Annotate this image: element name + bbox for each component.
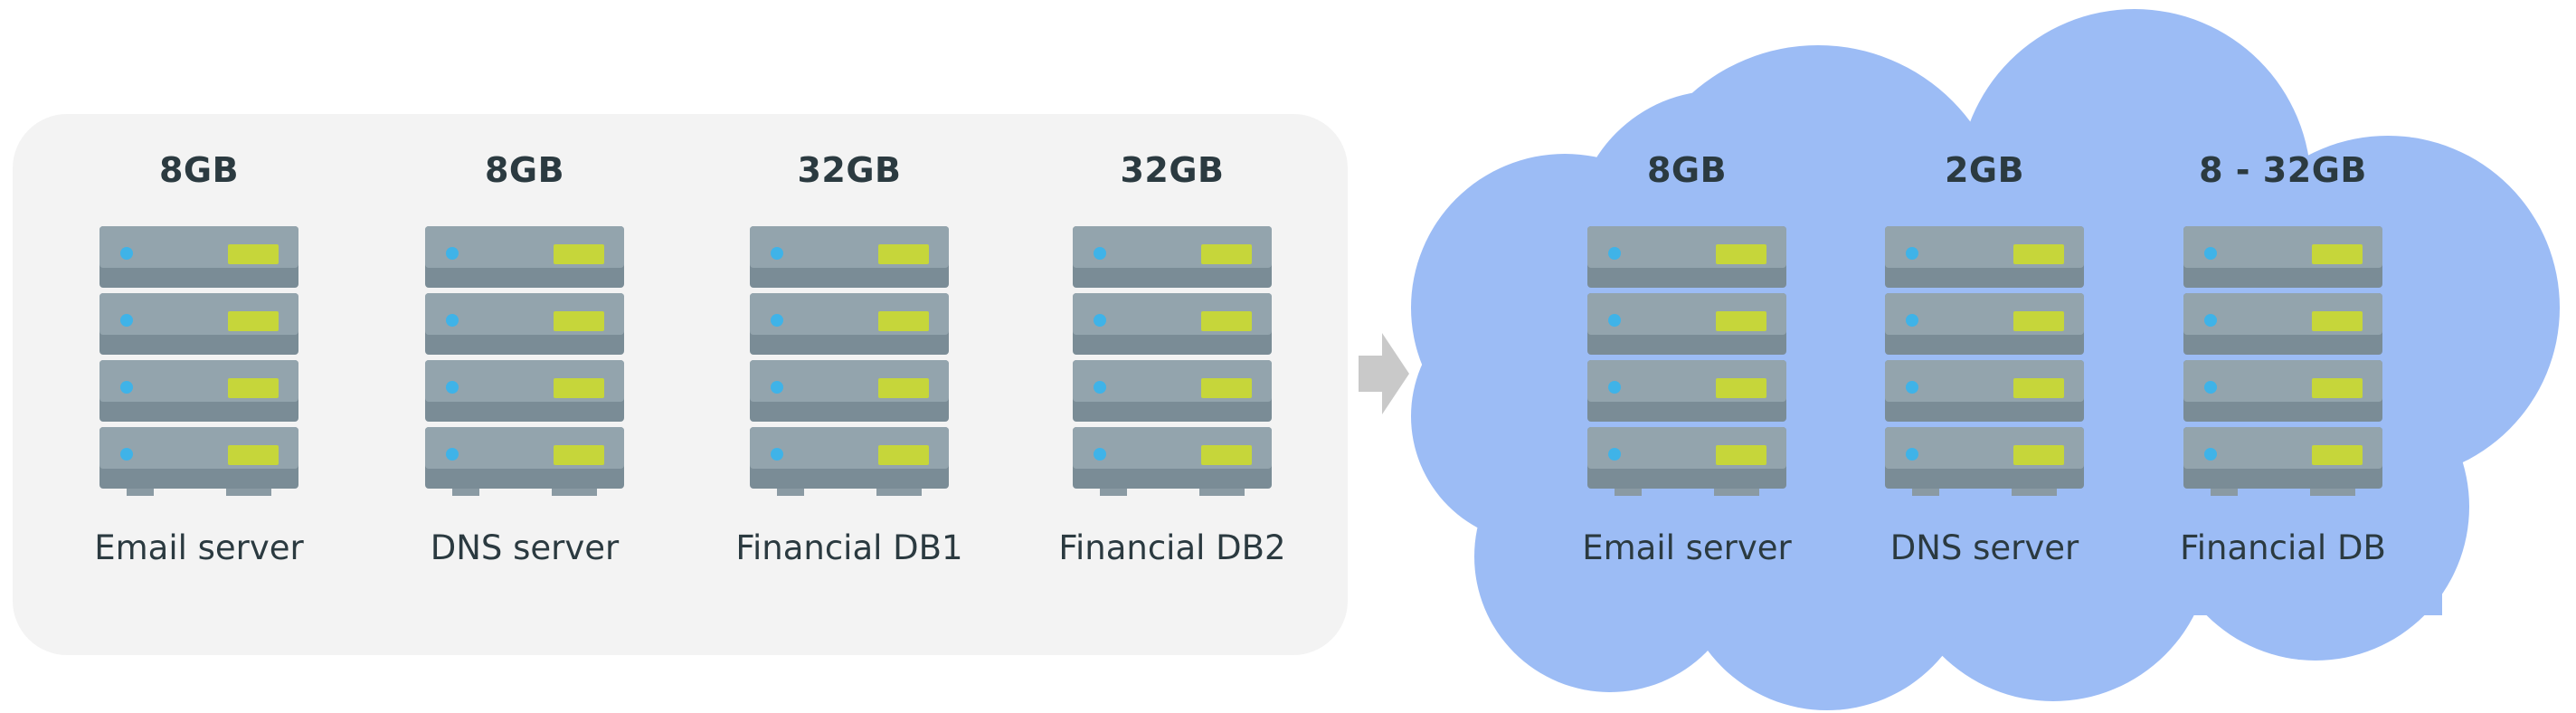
memory-size-label: 8GB <box>484 150 565 190</box>
server-rack-icon <box>750 226 949 498</box>
server-rack-icon <box>2183 226 2382 498</box>
memory-size-label: 8GB <box>158 150 240 190</box>
server-name-label: Email server <box>94 528 304 567</box>
server-rack-icon <box>99 226 298 498</box>
server-rack-icon <box>1885 226 2084 498</box>
memory-size-label: 32GB <box>1120 150 1225 190</box>
memory-size-label: 8GB <box>1646 150 1728 190</box>
server-rack-icon <box>425 226 624 498</box>
memory-size-label: 32GB <box>797 150 902 190</box>
server-rack-icon <box>1073 226 1272 498</box>
memory-size-label: 8 - 32GB <box>2199 150 2367 190</box>
memory-size-label: 2GB <box>1944 150 2025 190</box>
server-rack-icon <box>1587 226 1786 498</box>
server-name-label: Financial DB <box>2180 528 2386 567</box>
server-name-label: Financial DB2 <box>1058 528 1286 567</box>
server-name-label: DNS server <box>1889 528 2079 567</box>
server-name-label: Email server <box>1582 528 1792 567</box>
server-name-label: Financial DB1 <box>735 528 963 567</box>
server-name-label: DNS server <box>430 528 620 567</box>
arrow-right-icon <box>1359 333 1409 414</box>
